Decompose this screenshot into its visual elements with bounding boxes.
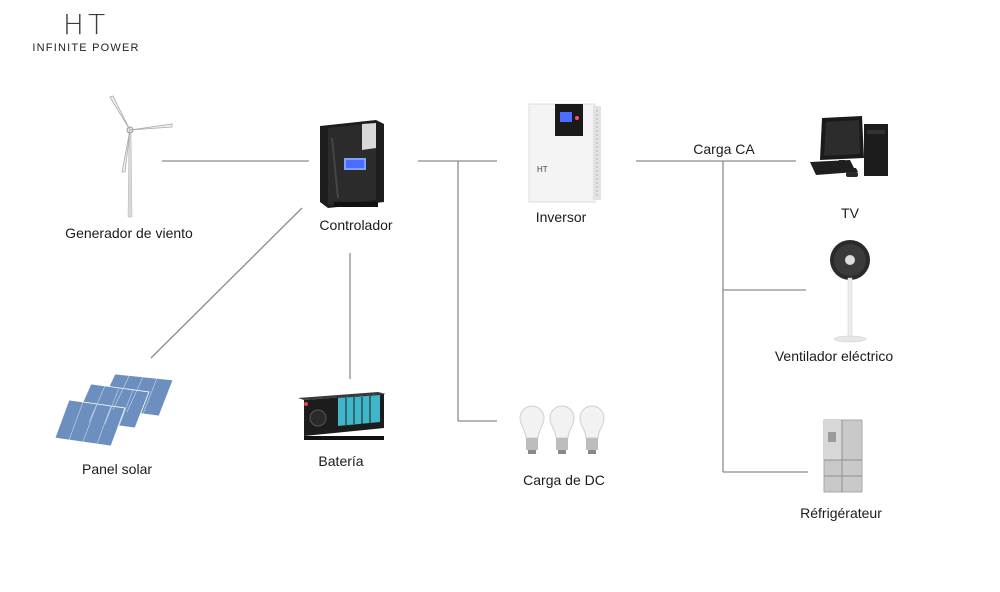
label-controller: Controlador bbox=[319, 217, 393, 233]
inverter-icon: HT bbox=[527, 100, 603, 204]
wind-turbine-icon bbox=[100, 92, 180, 222]
logo-tagline: INFINITE POWER bbox=[32, 42, 140, 54]
label-refrigerator: Réfrigérateur bbox=[800, 505, 882, 521]
battery-icon bbox=[296, 388, 388, 444]
logo: HT INFINITE POWER bbox=[26, 8, 146, 55]
label-electric-fan: Ventilador eléctrico bbox=[774, 348, 894, 364]
fan-icon bbox=[826, 238, 876, 344]
inverter-brand: HT bbox=[537, 165, 548, 174]
logo-mark: HT bbox=[62, 8, 110, 41]
light-bulbs-icon bbox=[516, 402, 610, 460]
wire-solar-controller bbox=[150, 207, 303, 359]
computer-monitor-icon bbox=[806, 112, 896, 182]
refrigerator-icon bbox=[820, 418, 866, 494]
label-solar-panel: Panel solar bbox=[81, 461, 153, 477]
label-tv: TV bbox=[841, 205, 859, 221]
label-battery: Batería bbox=[318, 453, 364, 469]
label-ac-load: Carga CA bbox=[693, 141, 755, 157]
solar-panel-icon bbox=[55, 368, 177, 452]
label-dc-load: Carga de DC bbox=[523, 472, 605, 488]
controller-icon bbox=[314, 118, 390, 210]
label-wind-generator: Generador de viento bbox=[65, 225, 193, 241]
label-inverter: Inversor bbox=[535, 209, 587, 225]
